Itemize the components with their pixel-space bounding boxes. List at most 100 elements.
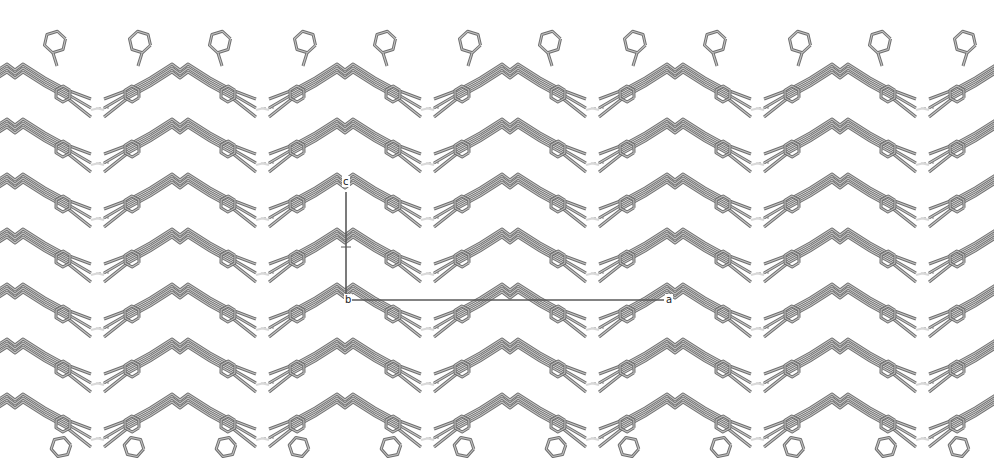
bond-highlight <box>0 178 91 218</box>
bond-highlight <box>386 196 400 212</box>
bond-stick <box>221 361 235 377</box>
hydrogen-stick <box>591 383 599 385</box>
hydrogen-stick <box>426 328 434 330</box>
bond-stick <box>455 416 469 432</box>
bond-stick <box>56 141 70 157</box>
bond-stick <box>546 438 566 457</box>
bond-stick <box>764 68 916 108</box>
bond-stick <box>434 292 586 337</box>
bond-highlight <box>551 416 565 432</box>
bond-stick <box>950 141 964 157</box>
bond-highlight <box>455 141 469 157</box>
bond-stick <box>716 416 730 432</box>
bond-highlight <box>51 438 71 457</box>
bond-stick <box>104 398 256 438</box>
bond-highlight <box>949 438 969 457</box>
bond-stick <box>129 31 150 52</box>
bond-highlight <box>620 251 634 267</box>
bond-stick <box>125 141 139 157</box>
hydrogen-stick <box>426 163 434 165</box>
hydrogen-stick <box>96 273 104 275</box>
bond-highlight <box>386 251 400 267</box>
bond-stick <box>789 31 810 52</box>
bond-stick <box>434 288 586 328</box>
bond-stick <box>455 196 469 212</box>
bond-highlight <box>716 361 730 377</box>
bond-stick <box>620 416 634 432</box>
bond-stick <box>269 68 421 108</box>
bond-stick <box>221 141 235 157</box>
bond-stick <box>620 361 634 377</box>
hydrogen-stick <box>261 273 269 275</box>
bond-stick <box>929 68 994 108</box>
bond-highlight <box>599 182 751 227</box>
bond-stick <box>44 31 65 52</box>
hydrogen-stick <box>96 328 104 330</box>
bond-highlight <box>599 398 751 438</box>
hydrogen-stick <box>591 438 599 440</box>
bond-highlight <box>0 182 91 227</box>
bond-stick <box>764 343 916 383</box>
hydrogen-stick <box>96 438 104 440</box>
bond-highlight <box>56 251 70 267</box>
bond-highlight <box>716 416 730 432</box>
bond-stick <box>290 416 304 432</box>
bond-highlight <box>221 141 235 157</box>
bond-highlight <box>434 288 586 328</box>
bond-highlight <box>290 251 304 267</box>
bond-stick <box>548 53 552 66</box>
bond-stick <box>125 361 139 377</box>
bond-highlight <box>929 402 994 447</box>
bond-highlight <box>434 347 586 392</box>
bond-highlight <box>290 361 304 377</box>
bond-stick <box>881 251 895 267</box>
bond-stick <box>620 306 634 322</box>
bond-stick <box>0 123 91 163</box>
bond-stick <box>0 292 91 337</box>
bond-stick <box>785 361 799 377</box>
bond-highlight <box>125 306 139 322</box>
bond-stick <box>0 72 91 117</box>
bond-highlight <box>599 292 751 337</box>
bond-highlight <box>125 196 139 212</box>
hydrogen-stick <box>756 328 764 330</box>
bond-highlight <box>434 123 586 163</box>
hydrogen-stick <box>591 108 599 110</box>
bond-stick <box>764 237 916 282</box>
bond-highlight <box>269 68 421 108</box>
bond-stick <box>624 31 645 52</box>
bond-stick <box>386 86 400 102</box>
bond-highlight <box>104 288 256 328</box>
bond-stick <box>785 416 799 432</box>
bond-stick <box>104 292 256 337</box>
bond-stick <box>764 127 916 172</box>
bond-stick <box>104 182 256 227</box>
bond-highlight <box>0 123 91 163</box>
bond-highlight <box>551 361 565 377</box>
bond-stick <box>434 72 586 117</box>
bond-stick <box>929 123 994 163</box>
bond-highlight <box>713 53 717 66</box>
bond-stick <box>269 288 421 328</box>
axis-label: a <box>665 294 673 305</box>
hydrogen-stick <box>756 438 764 440</box>
bond-stick <box>599 237 751 282</box>
bond-highlight <box>620 141 634 157</box>
bond-highlight <box>711 438 731 457</box>
bond-highlight <box>764 72 916 117</box>
bond-highlight <box>599 127 751 172</box>
hydrogen-stick <box>96 383 104 385</box>
bond-stick <box>949 438 969 457</box>
bond-highlight <box>551 141 565 157</box>
bond-stick <box>290 306 304 322</box>
bond-stick <box>209 31 230 52</box>
bond-highlight <box>764 127 916 172</box>
bond-stick <box>454 438 474 457</box>
bond-stick <box>539 31 560 52</box>
bond-highlight <box>764 288 916 328</box>
bond-stick <box>125 306 139 322</box>
bond-highlight <box>383 53 387 66</box>
bond-highlight <box>104 398 256 438</box>
bond-highlight <box>290 306 304 322</box>
bond-highlight <box>950 251 964 267</box>
